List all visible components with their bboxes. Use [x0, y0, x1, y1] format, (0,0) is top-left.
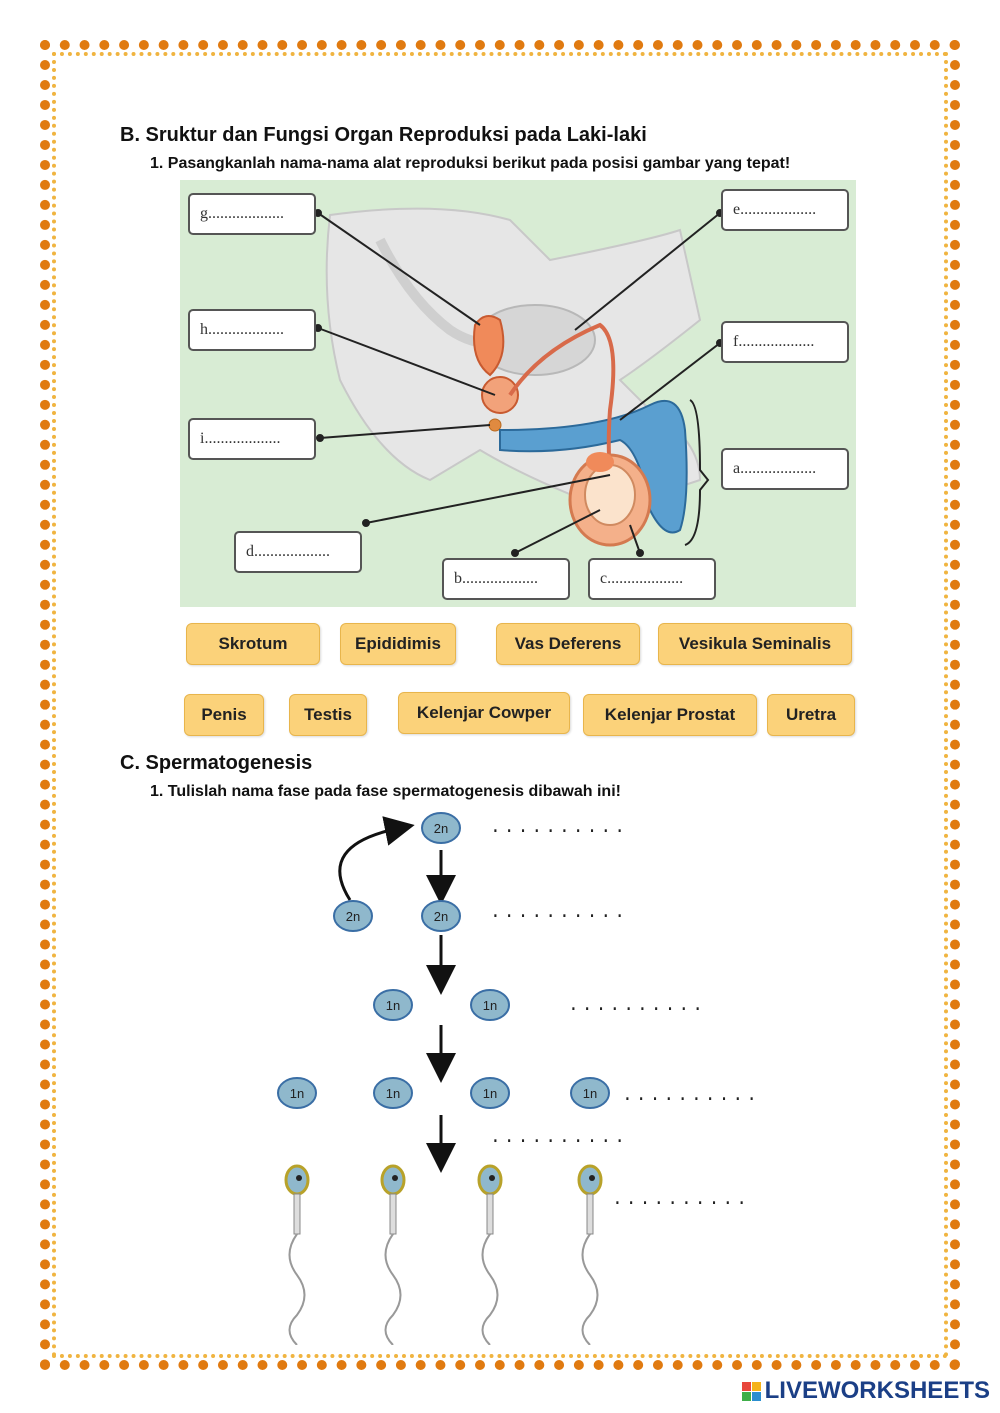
- decorative-border: [40, 40, 960, 1370]
- anatomy-illustration: [314, 207, 724, 557]
- liveworksheets-logo: LIVEWORKSHEETS: [741, 1377, 990, 1405]
- chip-vesikula-seminalis[interactable]: Vesikula Seminalis: [658, 623, 852, 665]
- answer-blank-1[interactable]: ..........: [490, 818, 629, 838]
- cell-label: 1n: [483, 1086, 497, 1101]
- label-box-g[interactable]: g...................: [188, 193, 316, 235]
- chip-uretra[interactable]: Uretra: [767, 694, 855, 736]
- cell-label: 2n: [346, 909, 360, 924]
- chip-testis[interactable]: Testis: [289, 694, 367, 736]
- label-box-f[interactable]: f...................: [721, 321, 849, 363]
- cell-label: 1n: [386, 998, 400, 1013]
- label-box-c[interactable]: c...................: [588, 558, 716, 600]
- chip-epididimis[interactable]: Epididimis: [340, 623, 456, 665]
- chip-kelenjar-cowper[interactable]: Kelenjar Cowper: [398, 692, 570, 734]
- male-reproductive-diagram: g................... h..................…: [180, 180, 856, 607]
- cell-label: 1n: [290, 1086, 304, 1101]
- answer-blank-4[interactable]: ..........: [622, 1086, 761, 1106]
- cell-label: 1n: [483, 998, 497, 1013]
- label-box-a[interactable]: a...................: [721, 448, 849, 490]
- label-box-d[interactable]: d...................: [234, 531, 362, 573]
- section-b-heading: B. Sruktur dan Fungsi Organ Reproduksi p…: [120, 124, 647, 146]
- chip-kelenjar-prostat[interactable]: Kelenjar Prostat: [583, 694, 757, 736]
- section-c-heading: C. Spermatogenesis: [120, 752, 313, 774]
- spermatogenesis-diagram: 2n 2n 2n 1n 1n 1n 1n 1n 1n: [277, 812, 610, 1345]
- label-box-b[interactable]: b...................: [442, 558, 570, 600]
- section-c-instruction: 1. Tulislah nama fase pada fase spermato…: [150, 783, 621, 800]
- section-b-instruction: 1. Pasangkanlah nama-nama alat reproduks…: [150, 155, 791, 172]
- label-box-i[interactable]: i...................: [188, 418, 316, 460]
- answer-blank-5[interactable]: ..........: [490, 1128, 629, 1148]
- sperm-cell: [284, 1164, 603, 1345]
- cell-label: 2n: [434, 821, 448, 836]
- chip-penis[interactable]: Penis: [184, 694, 264, 736]
- chip-vas-deferens[interactable]: Vas Deferens: [496, 623, 640, 665]
- cell-label: 2n: [434, 909, 448, 924]
- logo-mark-icon: [741, 1381, 761, 1401]
- answer-blank-6[interactable]: ..........: [612, 1190, 751, 1210]
- cell-label: 1n: [386, 1086, 400, 1101]
- brand-name: LIVEWORKSHEETS: [764, 1377, 990, 1404]
- chip-skrotum[interactable]: Skrotum: [186, 623, 320, 665]
- label-box-e[interactable]: e...................: [721, 189, 849, 231]
- answer-blank-3[interactable]: ..........: [568, 996, 707, 1016]
- cell-label: 1n: [583, 1086, 597, 1101]
- label-box-h[interactable]: h...................: [188, 309, 316, 351]
- answer-blank-2[interactable]: ..........: [490, 903, 629, 923]
